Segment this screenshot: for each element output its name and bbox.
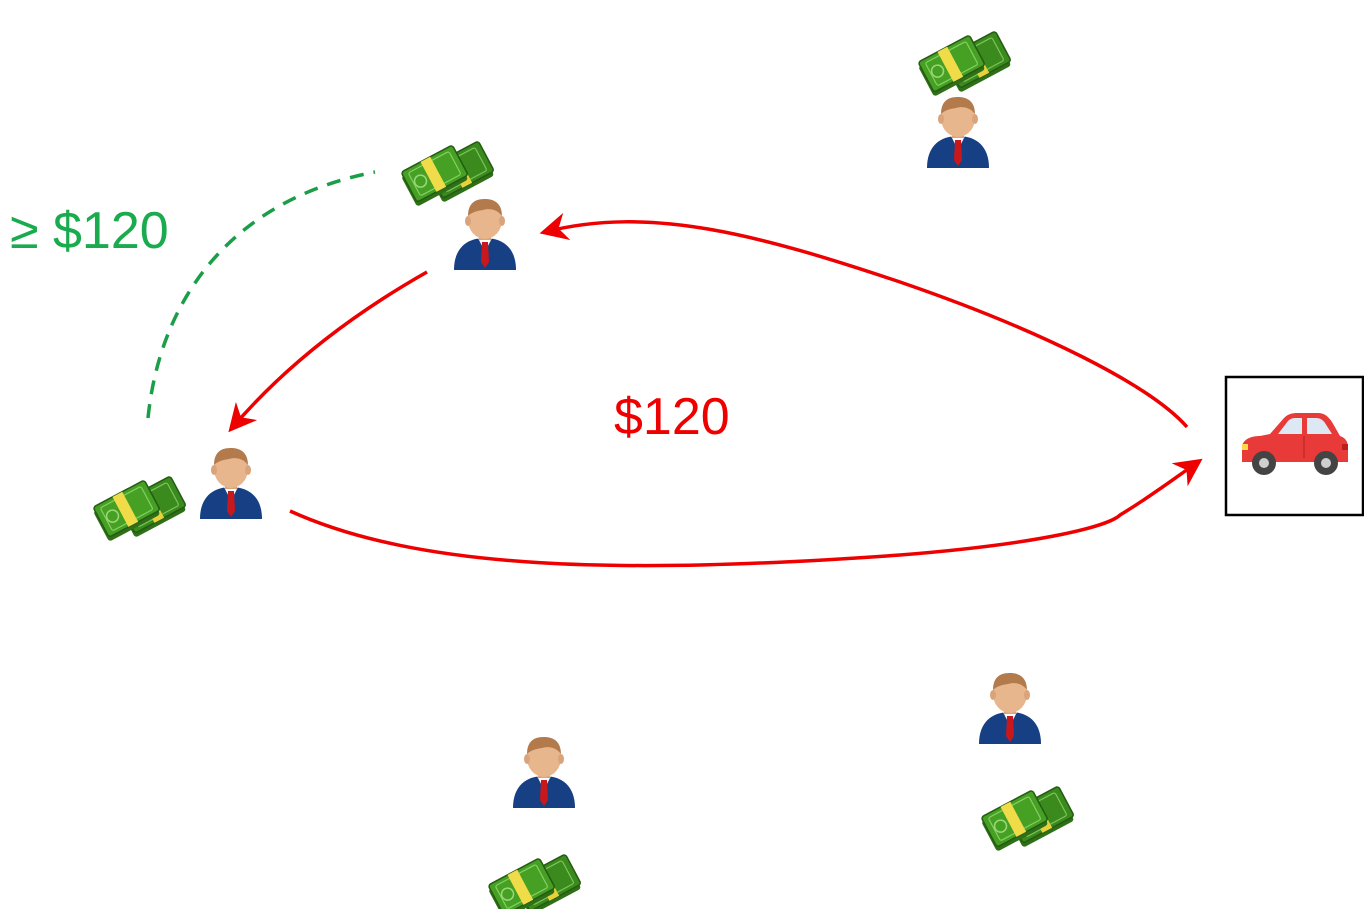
cash-stack-icon — [90, 475, 189, 543]
car-icon — [1242, 413, 1348, 475]
person-icon — [454, 199, 516, 270]
threshold-dashed-arc — [146, 170, 376, 419]
person-icon — [200, 448, 262, 519]
arrow-car-to-buyer — [539, 212, 1189, 429]
cash-stack-icon — [398, 140, 497, 208]
person-icon — [979, 673, 1041, 744]
price-label: $120 — [614, 388, 730, 446]
cash-stack-icon — [915, 30, 1014, 98]
person-icon — [927, 97, 989, 168]
car-box — [1224, 375, 1364, 517]
person-icon — [513, 737, 575, 808]
cash-stack-icon — [978, 785, 1077, 853]
cash-stack-icon — [485, 853, 584, 909]
arrow-buyer-to-seller — [228, 270, 428, 433]
arrow-seller-to-car — [289, 458, 1203, 568]
threshold-label: ≥ $120 — [10, 202, 169, 260]
